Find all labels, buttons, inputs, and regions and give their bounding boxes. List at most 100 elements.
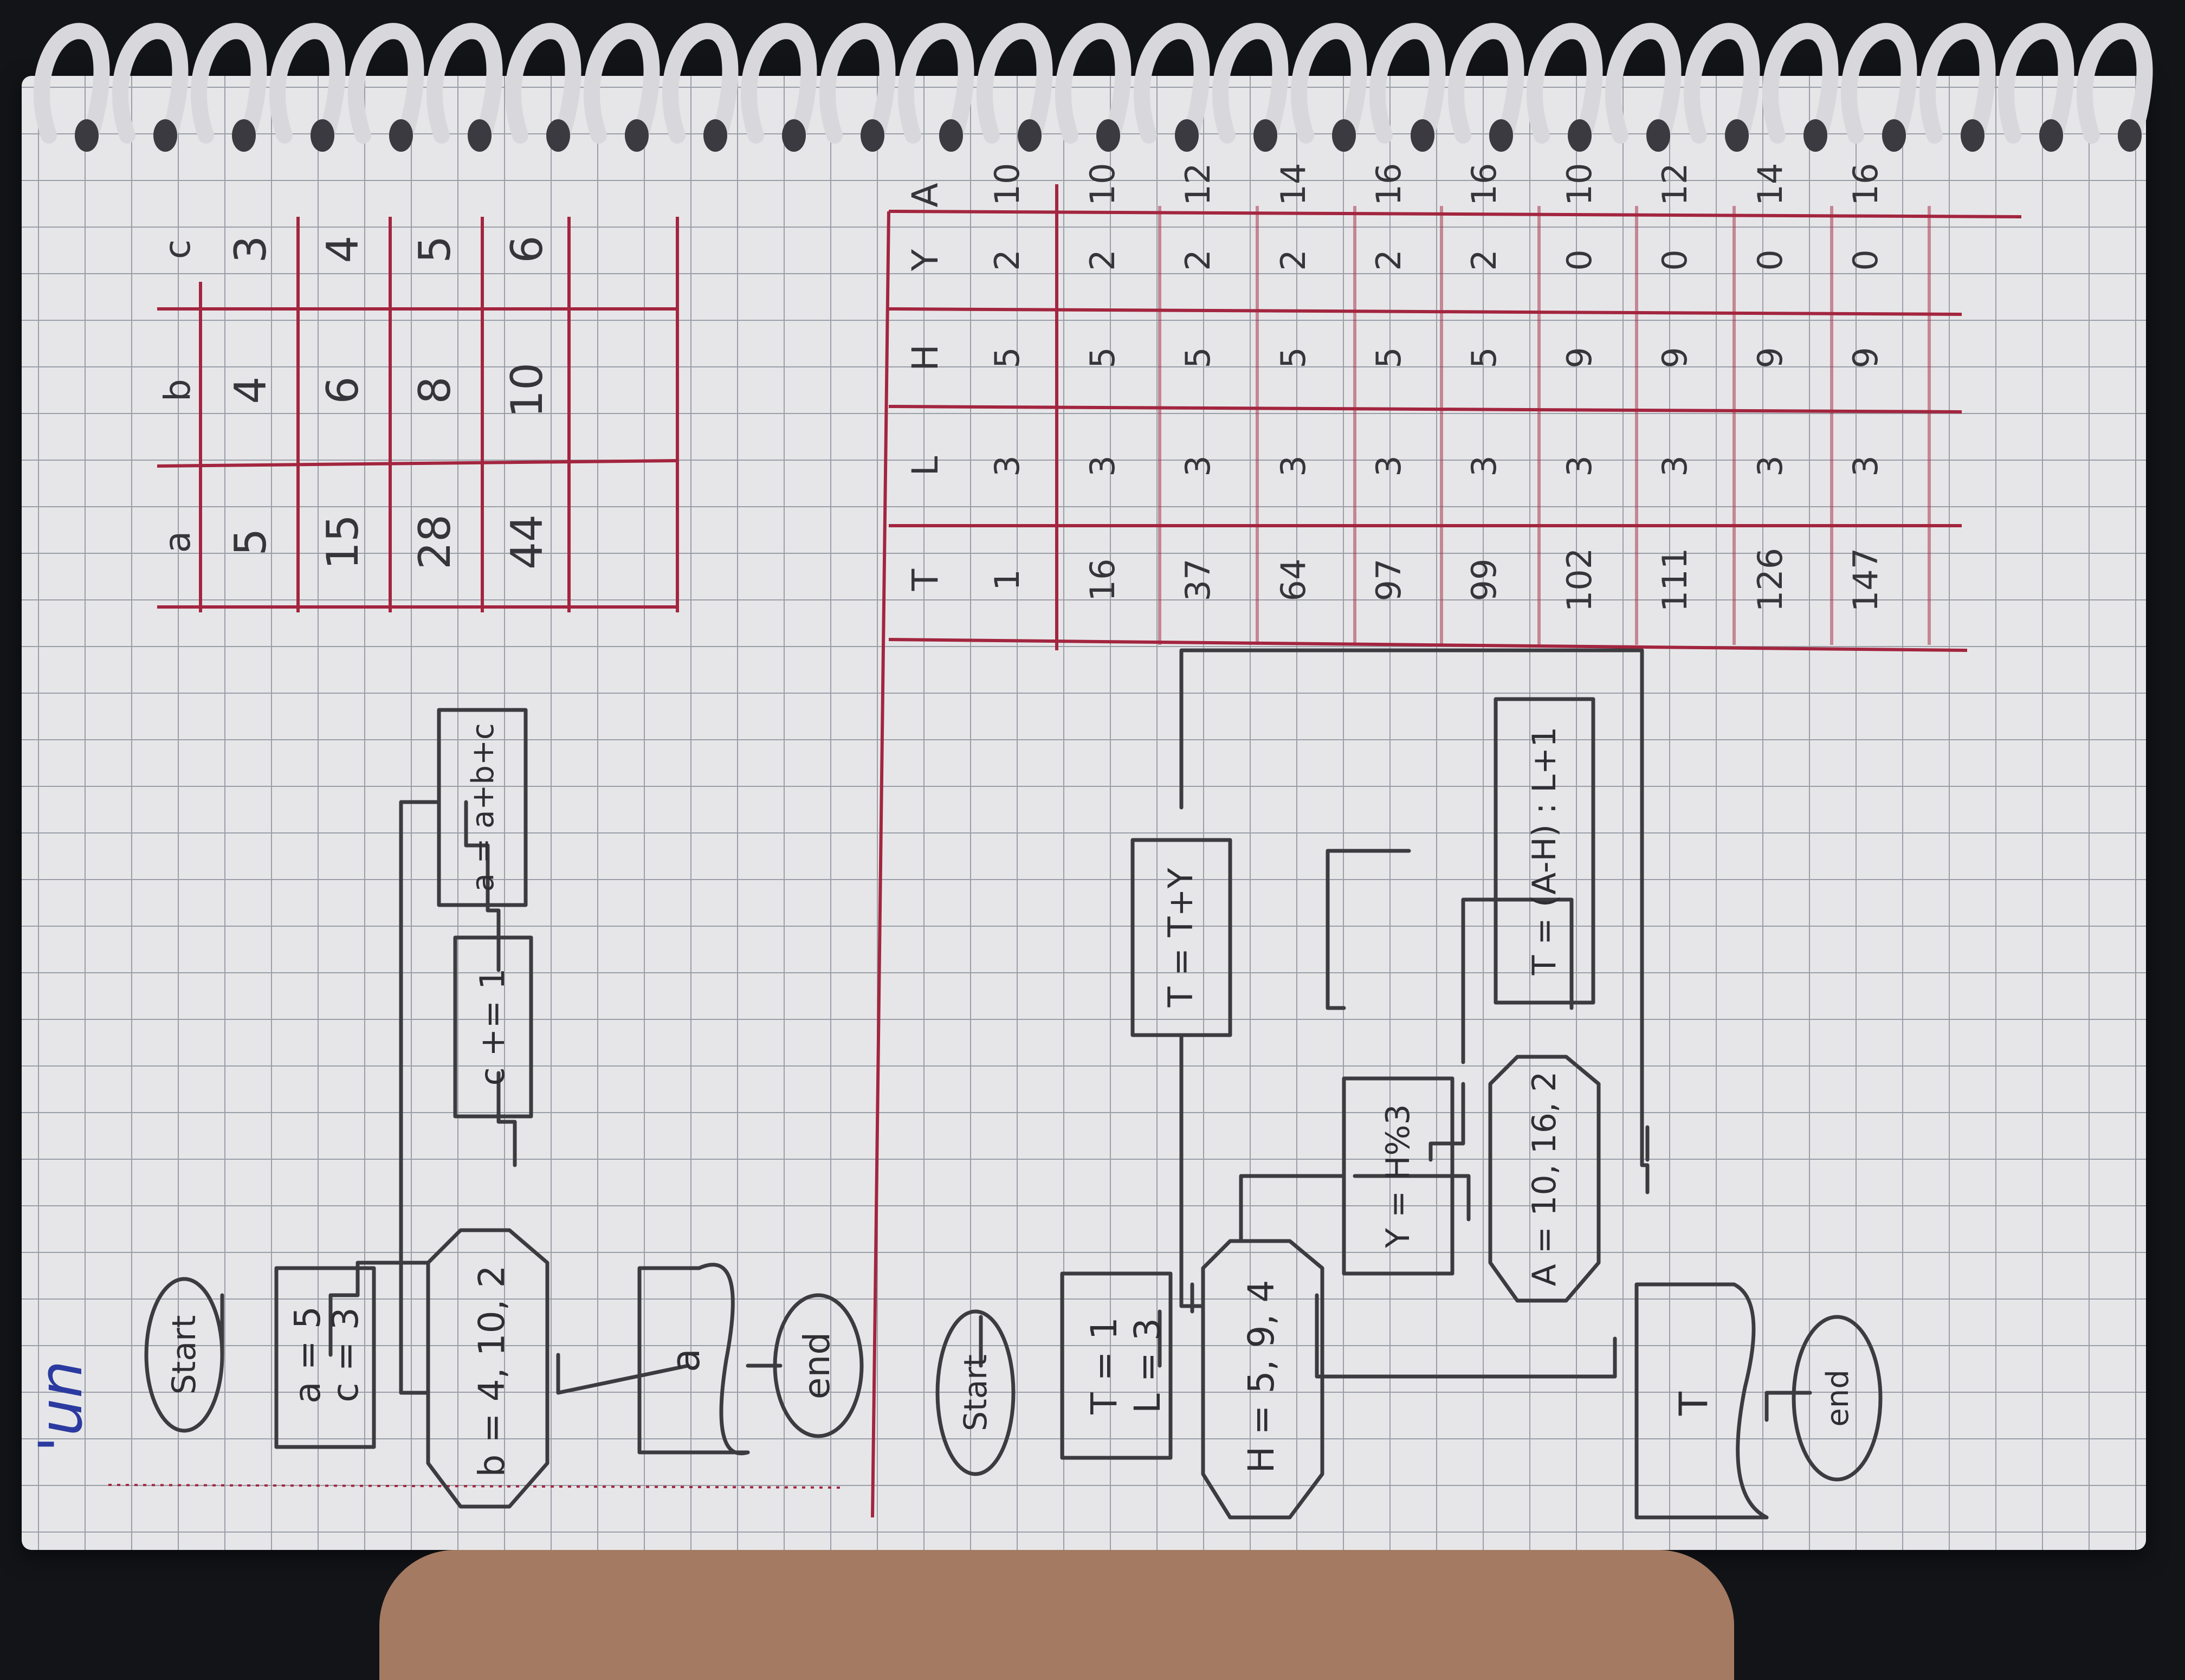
spiral-binding <box>33 23 2153 152</box>
t1-header-a: a <box>157 531 198 553</box>
spiral-ring <box>1369 23 1446 144</box>
spiral-ring <box>819 23 896 144</box>
t1-cell: 3 <box>225 236 276 263</box>
t2-cell: 3 <box>987 455 1027 476</box>
binding-hole <box>153 119 177 152</box>
t2-cell: 147 <box>1846 548 1885 612</box>
t2-cell: 3 <box>1464 455 1504 476</box>
t2-cell: 3 <box>1846 455 1885 476</box>
t1-cell: 44 <box>502 514 552 570</box>
t2-cell: 3 <box>1178 455 1218 476</box>
t2-cell: 9 <box>1655 347 1695 368</box>
margin-mark: 'un <box>26 1360 95 1452</box>
t2-cell: 3 <box>1655 455 1695 476</box>
binding-hole <box>1803 119 1827 152</box>
t2-cell: 5 <box>1083 347 1122 368</box>
spiral-ring <box>269 23 346 144</box>
binding-hole <box>468 119 492 152</box>
t2-cell: 97 <box>1369 559 1408 602</box>
binding-hole <box>75 119 99 152</box>
t2-cell: 126 <box>1750 548 1790 612</box>
t2-cell: 16 <box>1846 163 1885 206</box>
binding-hole <box>389 119 413 152</box>
start-label-1: Start <box>165 1315 203 1395</box>
init-c: c = 3 <box>325 1307 366 1403</box>
binding-hole <box>1882 119 1906 152</box>
t2-cell: 0 <box>1655 249 1695 270</box>
spiral-ring <box>505 23 581 144</box>
binding-hole <box>1646 119 1670 152</box>
t2-cell: 16 <box>1083 559 1122 602</box>
t2-header-l: L <box>904 456 946 476</box>
handwritten-content: 'un Start a = 5 c = 3 b = 4, 10, 2 c += … <box>26 163 2022 1520</box>
t2-cell: 0 <box>1560 249 1599 270</box>
t2-header-t: T <box>904 568 946 591</box>
spiral-ring <box>1605 23 1682 144</box>
binding-hole <box>546 119 570 152</box>
t2-cell: 2 <box>1083 249 1122 270</box>
start-label-2: Start <box>957 1354 994 1431</box>
t1-cell: 6 <box>502 236 552 263</box>
init-box-2 <box>1060 1271 1173 1460</box>
binding-hole <box>1568 119 1592 152</box>
assign-t-outer-box <box>1130 838 1232 1037</box>
step-c-box <box>453 935 533 1119</box>
t1-cell: 4 <box>318 236 368 263</box>
spiral-ring <box>112 23 189 144</box>
binding-hole <box>2039 119 2063 152</box>
binding-hole <box>311 119 334 152</box>
t2-cell: 5 <box>1273 347 1313 368</box>
dotted-margin-line <box>108 1484 846 1489</box>
binding-hole <box>232 119 256 152</box>
trace-table-2: T L H Y A 135210163521037352126435214973… <box>888 163 2022 652</box>
spiral-ring <box>583 23 660 144</box>
init-a: a = 5 <box>287 1306 328 1404</box>
t1-cell: 6 <box>318 377 368 404</box>
binding-hole <box>1411 119 1434 152</box>
spiral-ring <box>1447 23 1524 144</box>
assign-t-outer-label: T = T+Y <box>1161 868 1200 1007</box>
binding-hole <box>1961 119 1984 152</box>
t2-cell: 12 <box>1178 163 1218 206</box>
spiral-ring <box>33 23 110 144</box>
end-terminal-2 <box>1792 1315 1883 1482</box>
spiral-ring <box>740 23 817 144</box>
spiral-ring <box>1055 23 1132 144</box>
end-label-1: end <box>796 1332 838 1399</box>
spiral-ring <box>1290 23 1367 144</box>
binding-hole <box>1096 119 1120 152</box>
assign-t-inner-label: T = (A-H) : L+1 <box>1525 727 1563 976</box>
binding-hole <box>939 119 963 152</box>
t1-cell: 28 <box>410 514 460 570</box>
t2-header-y: Y <box>904 249 946 272</box>
spiral-ring <box>2076 23 2153 144</box>
binding-hole <box>861 119 884 152</box>
binding-hole <box>1253 119 1277 152</box>
t2-cell: 1 <box>987 569 1027 590</box>
spiral-ring <box>190 23 267 144</box>
binding-hole <box>1175 119 1199 152</box>
assign-y-box <box>1342 1076 1454 1276</box>
assign-y-label: Y = H%3 <box>1379 1104 1417 1248</box>
binding-hole <box>625 119 649 152</box>
flowchart-1: Start a = 5 c = 3 b = 4, 10, 2 c += 1 a … <box>144 708 864 1509</box>
t1-cell: 5 <box>410 236 460 263</box>
spiral-ring <box>1212 23 1289 144</box>
output-box-2 <box>1634 1282 1769 1520</box>
t2-cell: 12 <box>1655 163 1695 206</box>
t2-cell: 102 <box>1560 548 1599 612</box>
assign-t-inner-box <box>1494 697 1595 1005</box>
connector-lines-2 <box>979 648 1812 1422</box>
spiral-ring <box>1683 23 1760 144</box>
start-terminal-1 <box>144 1277 224 1433</box>
t2-cell: 99 <box>1464 559 1504 602</box>
loop-b-label: b = 4, 10, 2 <box>471 1265 513 1477</box>
t2-cell: 0 <box>1750 249 1790 270</box>
binding-hole <box>1725 119 1749 152</box>
t1-cell: 10 <box>502 363 552 418</box>
flowchart-2: Start T = 1 L = 3 H = 5, 9, 4 Y = H%3 A … <box>935 648 1883 1520</box>
t2-cell: 14 <box>1273 163 1313 206</box>
assign-a-label: a = a+b+c <box>466 723 501 891</box>
assign-a-box <box>437 708 528 907</box>
